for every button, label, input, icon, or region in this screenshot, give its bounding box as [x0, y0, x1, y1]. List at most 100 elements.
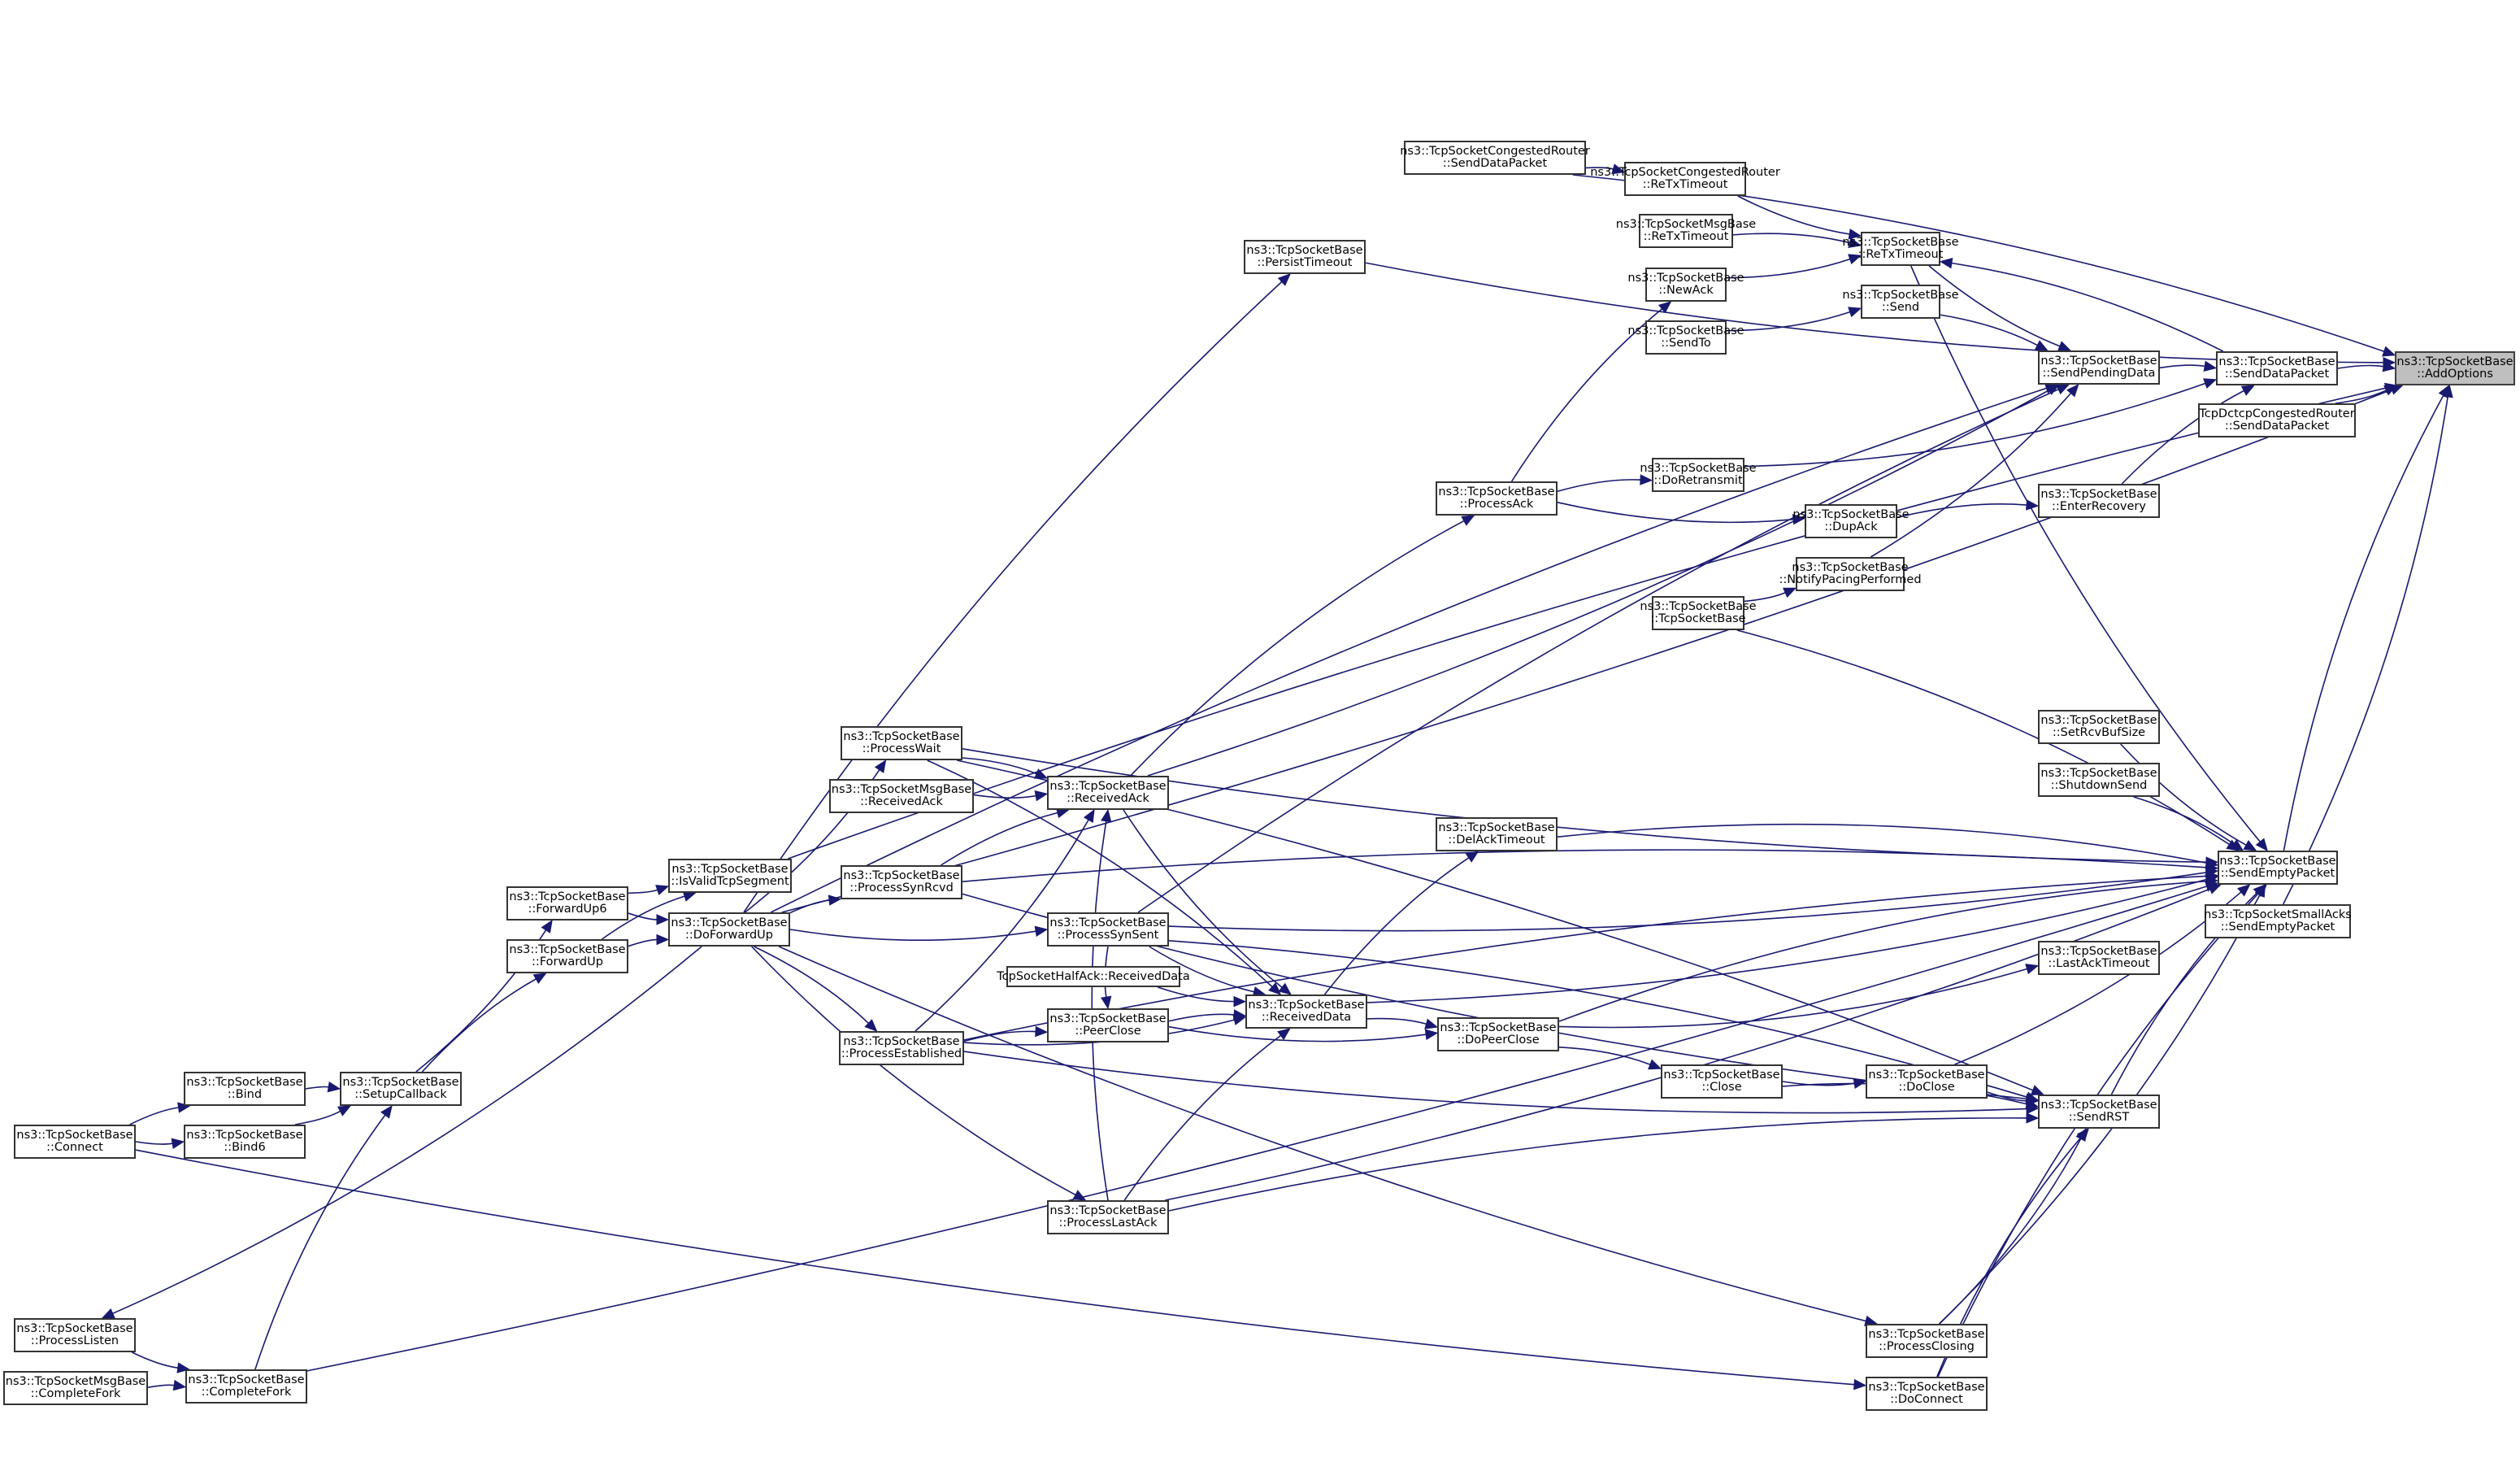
node-close[interactable]: ns3::TcpSocketBase::Close — [1661, 1064, 1783, 1099]
edge-ReceivedData-to-DoPeerClose — [1366, 1017, 1427, 1025]
node-bind[interactable]: ns3::TcpSocketBase::Bind — [184, 1072, 306, 1106]
node-processack[interactable]: ns3::TcpSocketBase::ProcessAck — [1436, 481, 1558, 516]
node-label-method: ::SendPendingData — [2042, 367, 2156, 380]
node-congested-retxtimeout[interactable]: ns3::TcpSocketCongestedRouter::ReTxTimeo… — [1590, 162, 1780, 196]
node-receiveddata[interactable]: ns3::TcpSocketBase::ReceivedData — [1245, 994, 1367, 1029]
node-connect[interactable]: ns3::TcpSocketBase::Connect — [14, 1125, 136, 1159]
node-enterrecovery[interactable]: ns3::TcpSocketBase::EnterRecovery — [2038, 484, 2160, 518]
node-processclosing[interactable]: ns3::TcpSocketBase::ProcessClosing — [1866, 1324, 1988, 1358]
node-label-class: ns3::TcpSocketCongestedRouter — [1400, 145, 1590, 158]
node-sendto[interactable]: ns3::TcpSocketBase::SendTo — [1627, 320, 1744, 355]
node-label-method: ::DoForwardUp — [685, 929, 773, 942]
edge-Send-to-SendPendingData — [1940, 314, 2038, 346]
edge-DoForwardUp-to-ProcessClosing — [778, 946, 1866, 1322]
node-msg-completefork[interactable]: ns3::TcpSocketMsgBase::CompleteFork — [3, 1371, 148, 1405]
node-sendemptypacket[interactable]: ns3::TcpSocketBase::SendEmptyPacket — [2218, 851, 2338, 885]
node-bind6[interactable]: ns3::TcpSocketBase::Bind6 — [184, 1125, 306, 1159]
node-delacktimeout[interactable]: ns3::TcpSocketBase::DelAckTimeout — [1436, 817, 1558, 851]
node-label-class: ns3::TcpSocketBase — [2040, 355, 2157, 368]
arrowhead-icon — [1611, 163, 1626, 175]
node-label-class: ns3::TcpSocketBase — [1842, 289, 1959, 302]
node-doclose[interactable]: ns3::TcpSocketBase::DoClose — [1866, 1064, 1988, 1099]
edge-ProcessEstablished-to-ReceivedAck — [915, 819, 1089, 1032]
node-tcpsocketbase-ctor[interactable]: ns3::TcpSocketBase::TcpSocketBase — [1640, 596, 1757, 630]
node-label-class: ns3::TcpSocketBase — [1868, 1068, 1985, 1082]
arrowhead-icon — [2205, 857, 2219, 868]
node-label-class: ns3::TcpSocketBase — [2396, 355, 2513, 368]
edge-ShutdownSend-to-SendEmptyPacket — [2133, 796, 2235, 845]
edge-ForwardUp-to-DoForwardUp — [628, 938, 658, 947]
node-dopeerclose[interactable]: ns3::TcpSocketBase::DoPeerClose — [1437, 1017, 1559, 1051]
node-persisttimeout[interactable]: ns3::TcpSocketBase::PersistTimeout — [1244, 240, 1366, 274]
node-doretransmit[interactable]: ns3::TcpSocketBase::DoRetransmit — [1640, 458, 1757, 492]
arrowhead-icon — [2382, 346, 2396, 357]
node-sendpendingdata[interactable]: ns3::TcpSocketBase::SendPendingData — [2038, 350, 2160, 385]
node-sendrst[interactable]: ns3::TcpSocketBase::SendRST — [2038, 1095, 2160, 1129]
arrowhead-icon — [172, 1379, 187, 1391]
edge-DoRetransmit-to-SendDataPacket — [1744, 382, 2206, 468]
edge-NewAck-to-ReTxTimeout — [1726, 258, 1850, 279]
node-forwardup[interactable]: ns3::TcpSocketBase::ForwardUp — [506, 939, 628, 973]
node-label-method: ::DelAckTimeout — [1448, 833, 1545, 847]
node-halfack-receiveddata[interactable]: TcpSocketHalfAck::ReceivedData — [997, 966, 1190, 987]
node-label-class: ns3::TcpSocketBase — [843, 1035, 960, 1048]
arrowhead-icon — [1101, 808, 1112, 823]
node-processestablished[interactable]: ns3::TcpSocketBase::ProcessEstablished — [839, 1031, 964, 1065]
node-label-method: ::IsValidTcpSegment — [671, 875, 789, 888]
node-msg-retxtimeout[interactable]: ns3::TcpSocketMsgBase::ReTxTimeout — [1616, 214, 1756, 248]
node-processlisten[interactable]: ns3::TcpSocketBase::ProcessListen — [14, 1318, 136, 1352]
edge-ProcessClosing-to-SendRST — [1939, 1138, 2082, 1325]
edge-ForwardUp6-to-IsValidTcpSegment — [628, 889, 658, 894]
node-senddatapacket[interactable]: ns3::TcpSocketBase::SendDataPacket — [2216, 351, 2338, 385]
node-dupack[interactable]: ns3::TcpSocketBase::DupAck — [1792, 504, 1910, 538]
edge-ReceivedAck-to-ProcessAck — [1130, 520, 1465, 777]
node-processlastack[interactable]: ns3::TcpSocketBase::ProcessLastAck — [1047, 1200, 1169, 1234]
node-dctcp-senddatapacket[interactable]: TcpDctcpCongestedRouter::SendDataPacket — [2198, 403, 2356, 437]
arrowhead-icon — [176, 1362, 190, 1373]
edge-DoForwardUp-to-SendPendingData — [770, 387, 2047, 913]
node-label-method: ::LastAckTimeout — [2048, 957, 2150, 970]
node-isvalidtcpsegment[interactable]: ns3::TcpSocketBase::IsValidTcpSegment — [668, 859, 792, 893]
arrowhead-icon — [2243, 840, 2257, 851]
node-setrcvbufsize[interactable]: ns3::TcpSocketBase::SetRcvBufSize — [2038, 710, 2160, 744]
node-completefork[interactable]: ns3::TcpSocketBase::CompleteFork — [185, 1369, 307, 1404]
node-peerclose[interactable]: ns3::TcpSocketBase::PeerClose — [1047, 1008, 1169, 1042]
edge-ProcessSynRcvd-to-ReceivedAck — [941, 812, 1058, 866]
node-processsynrcvd[interactable]: ns3::TcpSocketBase::ProcessSynRcvd — [841, 865, 962, 899]
node-shutdownsend[interactable]: ns3::TcpSocketBase::ShutdownSend — [2038, 763, 2160, 797]
node-lastacktimeout[interactable]: ns3::TcpSocketBase::LastAckTimeout — [2038, 941, 2160, 975]
arrowhead-icon — [656, 934, 670, 946]
node-msg-receivedack[interactable]: ns3::TcpSocketMsgBase::ReceivedAck — [829, 779, 974, 813]
node-label-method: ::DoConnect — [1890, 1393, 1963, 1406]
node-retxtimeout[interactable]: ns3::TcpSocketBase::ReTxTimeout — [1842, 232, 1959, 266]
arrowhead-icon — [2230, 839, 2244, 851]
arrowhead-icon — [2026, 1103, 2040, 1115]
node-label-method: ::NotifyPacingPerformed — [1779, 573, 1922, 586]
node-processsynsent[interactable]: ns3::TcpSocketBase::ProcessSynSent — [1047, 912, 1169, 947]
node-forwardup6[interactable]: ns3::TcpSocketBase::ForwardUp6 — [506, 886, 628, 920]
node-label-class: ns3::TcpSocketMsgBase — [831, 783, 972, 796]
node-label-method: ::ProcessSynRcvd — [849, 881, 954, 894]
node-notifypacingperformed[interactable]: ns3::TcpSocketBase::NotifyPacingPerforme… — [1779, 557, 1922, 591]
arrowhead-icon — [1792, 513, 1806, 525]
node-doforwardup[interactable]: ns3::TcpSocketBase::DoForwardUp — [668, 912, 790, 947]
node-congested-senddatapacket[interactable]: ns3::TcpSocketCongestedRouter::SendDataP… — [1400, 141, 1590, 175]
node-receivedack[interactable]: ns3::TcpSocketBase::ReceivedAck — [1047, 776, 1169, 810]
node-doconnect[interactable]: ns3::TcpSocketBase::DoConnect — [1866, 1377, 1988, 1411]
node-label-class: ns3::TcpSocketBase — [2218, 355, 2335, 368]
node-label-method: ::SetRcvBufSize — [2052, 726, 2146, 739]
edge-IsValidTcpSegment-to-AddOptions — [788, 387, 2387, 860]
node-setupcallback[interactable]: ns3::TcpSocketBase::SetupCallback — [340, 1072, 462, 1106]
node-label-class: ns3::TcpSocketSmallAcks — [2204, 908, 2352, 921]
node-newack[interactable]: ns3::TcpSocketBase::NewAck — [1627, 268, 1744, 302]
node-processwait[interactable]: ns3::TcpSocketBase::ProcessWait — [841, 726, 962, 760]
node-label-method: ::ReTxTimeout — [1857, 248, 1944, 261]
node-smallacks-sendemptypacket[interactable]: ns3::TcpSocketSmallAcks::SendEmptyPacket — [2204, 904, 2352, 938]
node-label-class: ns3::TcpSocketBase — [186, 1129, 303, 1142]
edge-TcpSocketBaseCtor-to-NotifyPacingPerformed — [1744, 592, 1786, 603]
node-label-class: ns3::TcpSocketBase — [1627, 272, 1744, 285]
node-send[interactable]: ns3::TcpSocketBase::Send — [1842, 285, 1959, 319]
node-addoptions[interactable]: ns3::TcpSocketBase::AddOptions — [2395, 351, 2515, 385]
arrowhead-icon — [1640, 474, 1653, 485]
